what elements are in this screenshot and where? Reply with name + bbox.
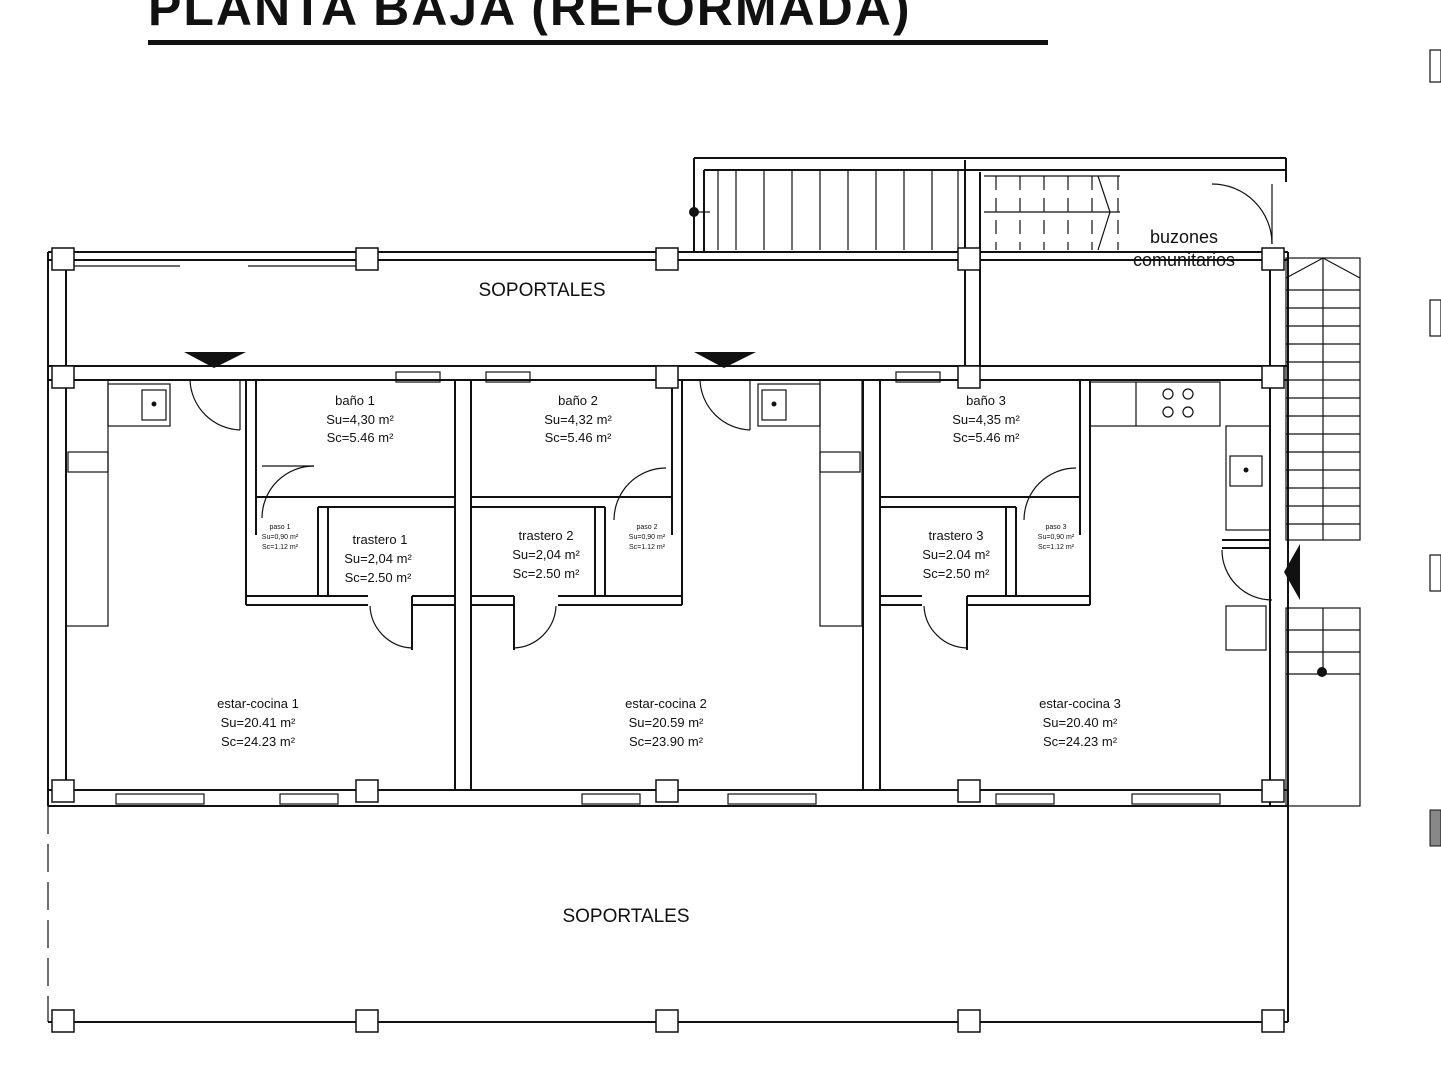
- room-sc-paso-2: Sc=1.12 m²: [629, 544, 666, 551]
- room-su-trastero-2: Su=2,04 m²: [512, 547, 580, 562]
- room-name-estar-cocina-3: estar-cocina 3: [1039, 696, 1121, 711]
- side-stairs: [1221, 257, 1361, 807]
- doors: [184, 352, 1077, 649]
- room-su-paso-2: Su=0,90 m²: [629, 534, 666, 541]
- room-sc-paso-3: Sc=1.12 m²: [1038, 544, 1075, 551]
- room-su-paso-3: Su=0,90 m²: [1038, 534, 1075, 541]
- room-name-trastero-3: trastero 3: [929, 528, 984, 543]
- room-name-estar-cocina-1: estar-cocina 1: [217, 696, 299, 711]
- room-sc-bano-1: Sc=5.46 m²: [327, 430, 395, 445]
- room-name-estar-cocina-2: estar-cocina 2: [625, 696, 707, 711]
- room-su-trastero-3: Su=2.04 m²: [922, 547, 990, 562]
- room-name-paso-1: paso 1: [269, 524, 290, 531]
- room-sc-bano-2: Sc=5.46 m²: [545, 430, 613, 445]
- room-name-trastero-1: trastero 1: [353, 532, 408, 547]
- room-sc-paso-1: Sc=1.12 m²: [262, 544, 299, 551]
- room-name-paso-3: paso 3: [1045, 524, 1066, 531]
- room-sc-estar-cocina-2: Sc=23.90 m²: [629, 734, 704, 749]
- room-sc-bano-3: Sc=5.46 m²: [953, 430, 1021, 445]
- buzones-label: buzones: [1150, 227, 1218, 247]
- room-su-estar-cocina-3: Su=20.40 m²: [1043, 715, 1118, 730]
- room-name-bano-3: baño 3: [966, 393, 1006, 408]
- room-sc-trastero-2: Sc=2.50 m²: [513, 566, 581, 581]
- kitchen-fixtures: [65, 379, 1271, 627]
- room-su-paso-1: Su=0,90 m²: [262, 534, 299, 541]
- interior-walls: [245, 160, 1270, 790]
- plan-title: PLANTA BAJA (REFORMADA): [148, 0, 912, 36]
- comunitarios-label: comunitarios: [1133, 250, 1235, 270]
- room-su-estar-cocina-2: Su=20.59 m²: [629, 715, 704, 730]
- room-sc-estar-cocina-1: Sc=24.23 m²: [221, 734, 296, 749]
- room-name-trastero-2: trastero 2: [519, 528, 574, 543]
- room-su-estar-cocina-1: Su=20.41 m²: [221, 715, 296, 730]
- room-su-trastero-1: Su=2,04 m²: [344, 551, 412, 566]
- soportales-bottom-label: SOPORTALES: [562, 906, 689, 927]
- room-su-bano-3: Su=4,35 m²: [952, 412, 1020, 427]
- title-underline: [148, 40, 1048, 45]
- edge-fragments: [1429, 49, 1441, 847]
- room-name-paso-2: paso 2: [636, 524, 657, 531]
- upper-stairs: [689, 157, 1287, 252]
- room-su-bano-1: Su=4,30 m²: [326, 412, 394, 427]
- room-su-bano-2: Su=4,32 m²: [544, 412, 612, 427]
- soportales-top-label: SOPORTALES: [478, 280, 605, 301]
- room-name-bano-1: baño 1: [335, 393, 375, 408]
- columns: [51, 247, 1285, 1033]
- room-sc-estar-cocina-3: Sc=24.23 m²: [1043, 734, 1118, 749]
- room-sc-trastero-1: Sc=2.50 m²: [345, 570, 413, 585]
- room-name-bano-2: baño 2: [558, 393, 598, 408]
- windows: [115, 371, 1221, 805]
- room-sc-trastero-3: Sc=2.50 m²: [923, 566, 991, 581]
